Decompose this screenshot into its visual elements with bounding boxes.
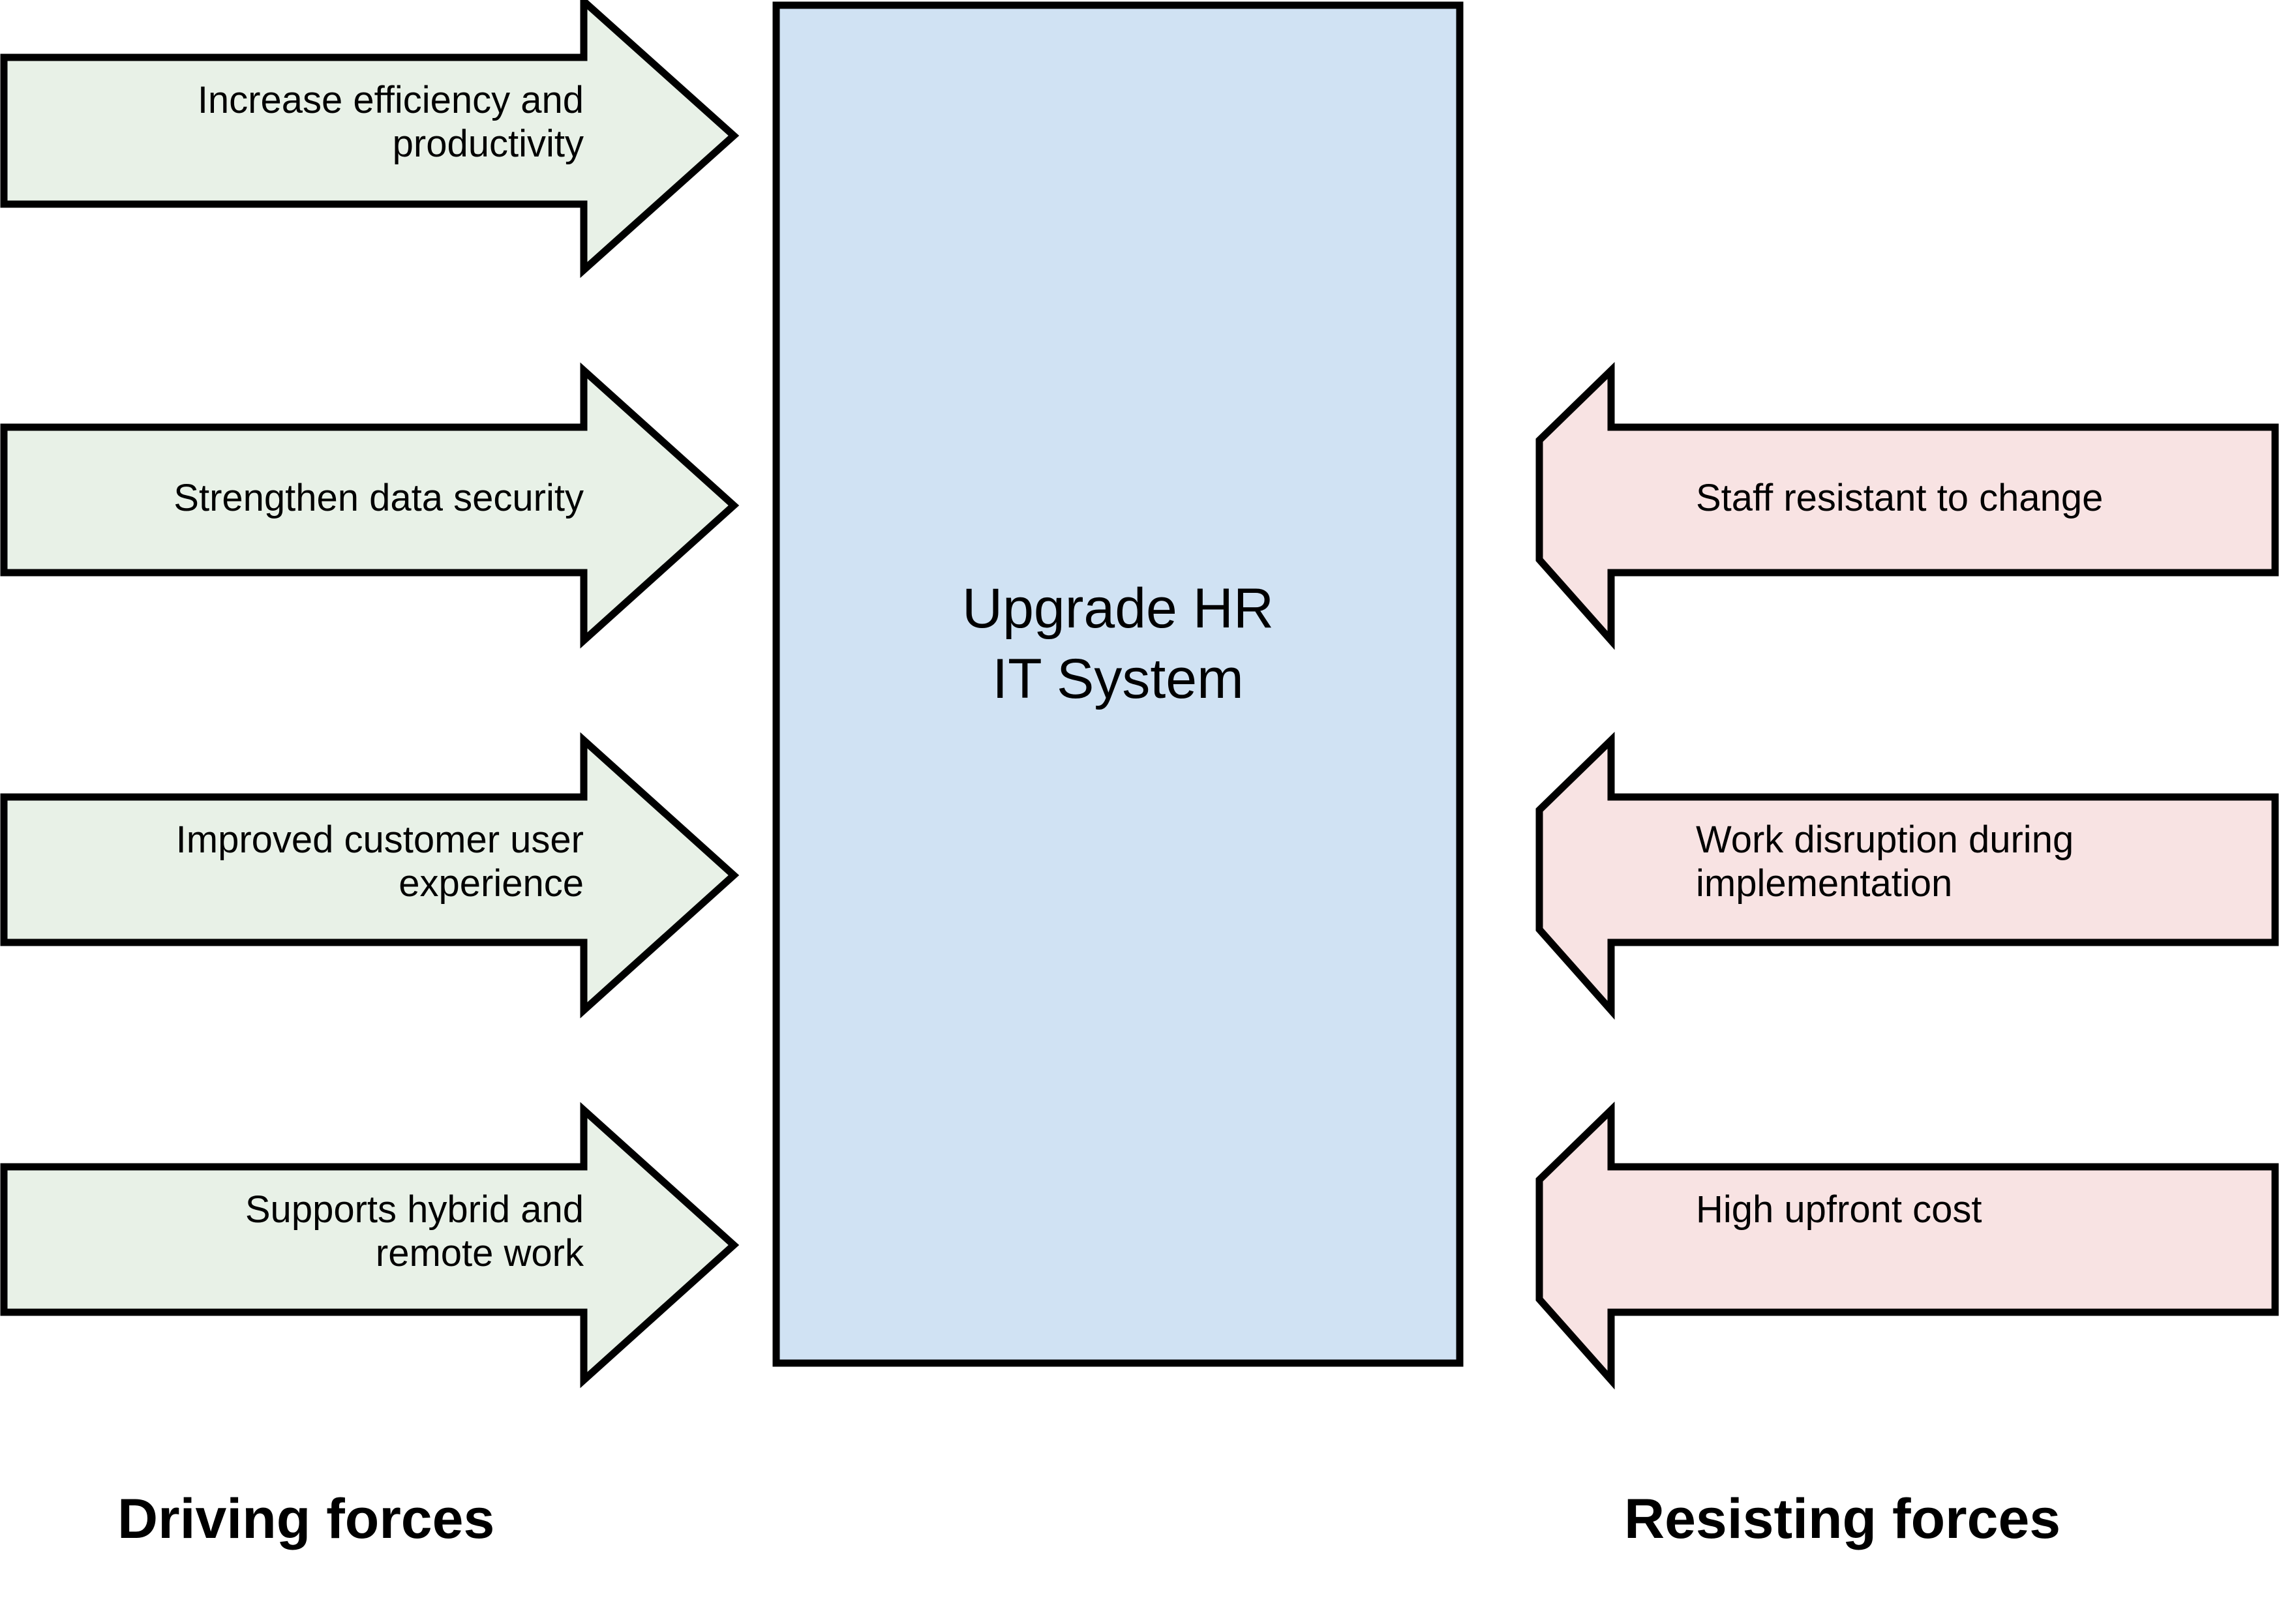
driving-arrow-1-shape[interactable] — [0, 0, 740, 278]
driving-arrow-4-label: Supports hybrid and remote work — [245, 1188, 584, 1275]
resisting-arrow-3-label: High upfront cost — [1696, 1188, 1982, 1231]
driving-forces-footer-label: Driving forces — [117, 1488, 495, 1550]
center-box-shape[interactable] — [772, 1, 1464, 1367]
driving-arrow-1-label: Increase efficiency and productivity — [197, 79, 584, 166]
resisting-arrow-2-label: Work disruption during implementation — [1696, 819, 2074, 905]
resisting-arrow-2-shape[interactable] — [1535, 731, 2279, 1020]
resisting-forces-footer-label: Resisting forces — [1624, 1488, 2061, 1550]
driving-arrow-3-shape[interactable] — [0, 732, 740, 1019]
resisting-arrow-1-label: Staff resistant to change — [1696, 477, 2104, 519]
driving-arrow-3-label: Improved customer user experience — [175, 819, 584, 905]
resisting-arrow-1-shape[interactable] — [1535, 361, 2279, 650]
driving-arrow-2-label: Strengthen data security — [174, 477, 584, 519]
center-box-title: Upgrade HR IT System — [962, 577, 1274, 710]
driving-arrow-2-shape[interactable] — [0, 362, 740, 649]
driving-arrow-4-shape[interactable] — [0, 1102, 740, 1389]
resisting-arrow-3-shape[interactable] — [1535, 1101, 2279, 1390]
